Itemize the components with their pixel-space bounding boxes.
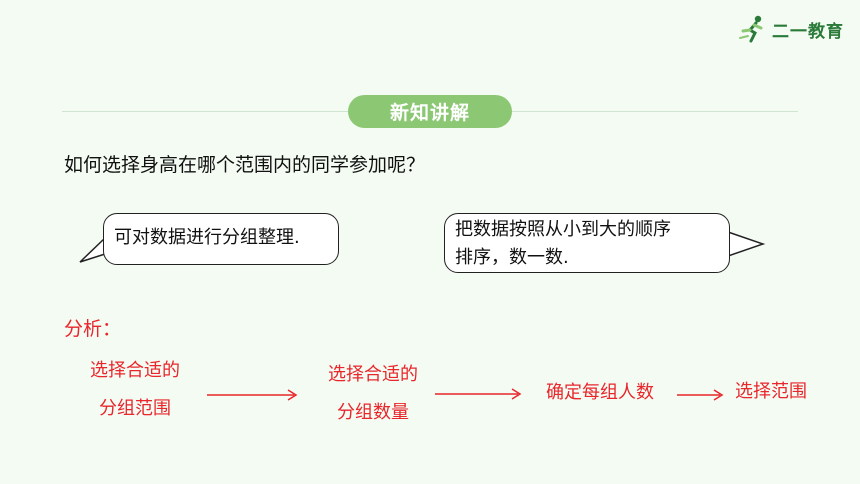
speech-bubble-2: 把数据按照从小到大的顺序 排序，数一数. — [444, 213, 730, 273]
flow-step-4-line-1: 选择范围 — [735, 381, 807, 402]
flow-step-1-line-2: 分组范围 — [99, 398, 171, 419]
flow-step-2-line-2: 分组数量 — [337, 402, 409, 423]
section-title: 新知讲解 — [348, 95, 512, 128]
bubble-2-line-2: 排序，数一数. — [455, 247, 569, 268]
flow-arrow-1 — [207, 389, 298, 401]
flow-arrow-3 — [677, 389, 724, 401]
logo-text: 二一教育 — [772, 21, 844, 42]
analysis-label: 分析： — [64, 318, 122, 340]
bubble-tail-left — [79, 237, 106, 263]
flow-step-3: 确定每组人数 — [532, 374, 668, 412]
flow-step-1: 选择合适的 分组范围 — [74, 352, 196, 428]
brand-logo: 二一教育 — [738, 14, 844, 44]
flow-step-4: 选择范围 — [724, 373, 818, 411]
bubble-2-line-1: 把数据按照从小到大的顺序 — [455, 219, 671, 240]
question-text: 如何选择身高在哪个范围内的同学参加呢？ — [64, 154, 426, 176]
flow-step-1-line-1: 选择合适的 — [90, 360, 180, 381]
speech-bubble-1: 可对数据进行分组整理. — [103, 213, 339, 265]
flow-step-3-line-1: 确定每组人数 — [546, 382, 654, 403]
flow-arrow-2 — [435, 388, 522, 400]
flow-step-2-line-1: 选择合适的 — [328, 364, 418, 385]
bubble-tail-right — [727, 231, 766, 257]
runner-icon — [739, 15, 763, 43]
flow-step-2: 选择合适的 分组数量 — [312, 356, 434, 432]
bubble-1-line-1: 可对数据进行分组整理. — [114, 227, 300, 248]
